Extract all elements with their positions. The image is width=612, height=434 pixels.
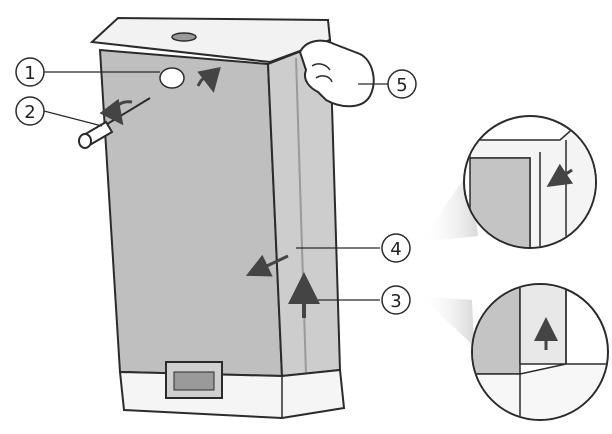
motion-arrows: [99, 66, 320, 318]
base: [118, 368, 346, 420]
svg-text:5: 5: [396, 75, 407, 96]
leader-lines: [43, 71, 388, 301]
magnifier-circle-bottom: [471, 283, 609, 421]
appliance-body: [89, 16, 346, 420]
front-panel: [98, 48, 284, 378]
callout-3: 3: [381, 285, 411, 315]
cover-plug: [159, 67, 185, 89]
callout-1: 1: [15, 57, 45, 87]
callout-5: 5: [387, 69, 417, 99]
detail-beam-bottom: [420, 296, 474, 346]
arrow-icon: [245, 254, 289, 277]
arrow-icon: [99, 98, 133, 126]
top-lid: [89, 16, 332, 64]
arrow-icon: [546, 163, 574, 187]
hand-icon: [298, 39, 375, 108]
magnifier-circle-top: [463, 115, 597, 249]
top-fitting: [171, 32, 197, 42]
svg-text:1: 1: [24, 63, 35, 84]
svg-text:3: 3: [390, 291, 401, 312]
callout-2: 2: [15, 96, 45, 126]
svg-text:4: 4: [390, 239, 401, 260]
arrow-icon: [196, 66, 221, 93]
screwdriver-icon: [78, 97, 151, 149]
callout-4: 4: [381, 233, 411, 263]
svg-text:2: 2: [24, 102, 35, 123]
